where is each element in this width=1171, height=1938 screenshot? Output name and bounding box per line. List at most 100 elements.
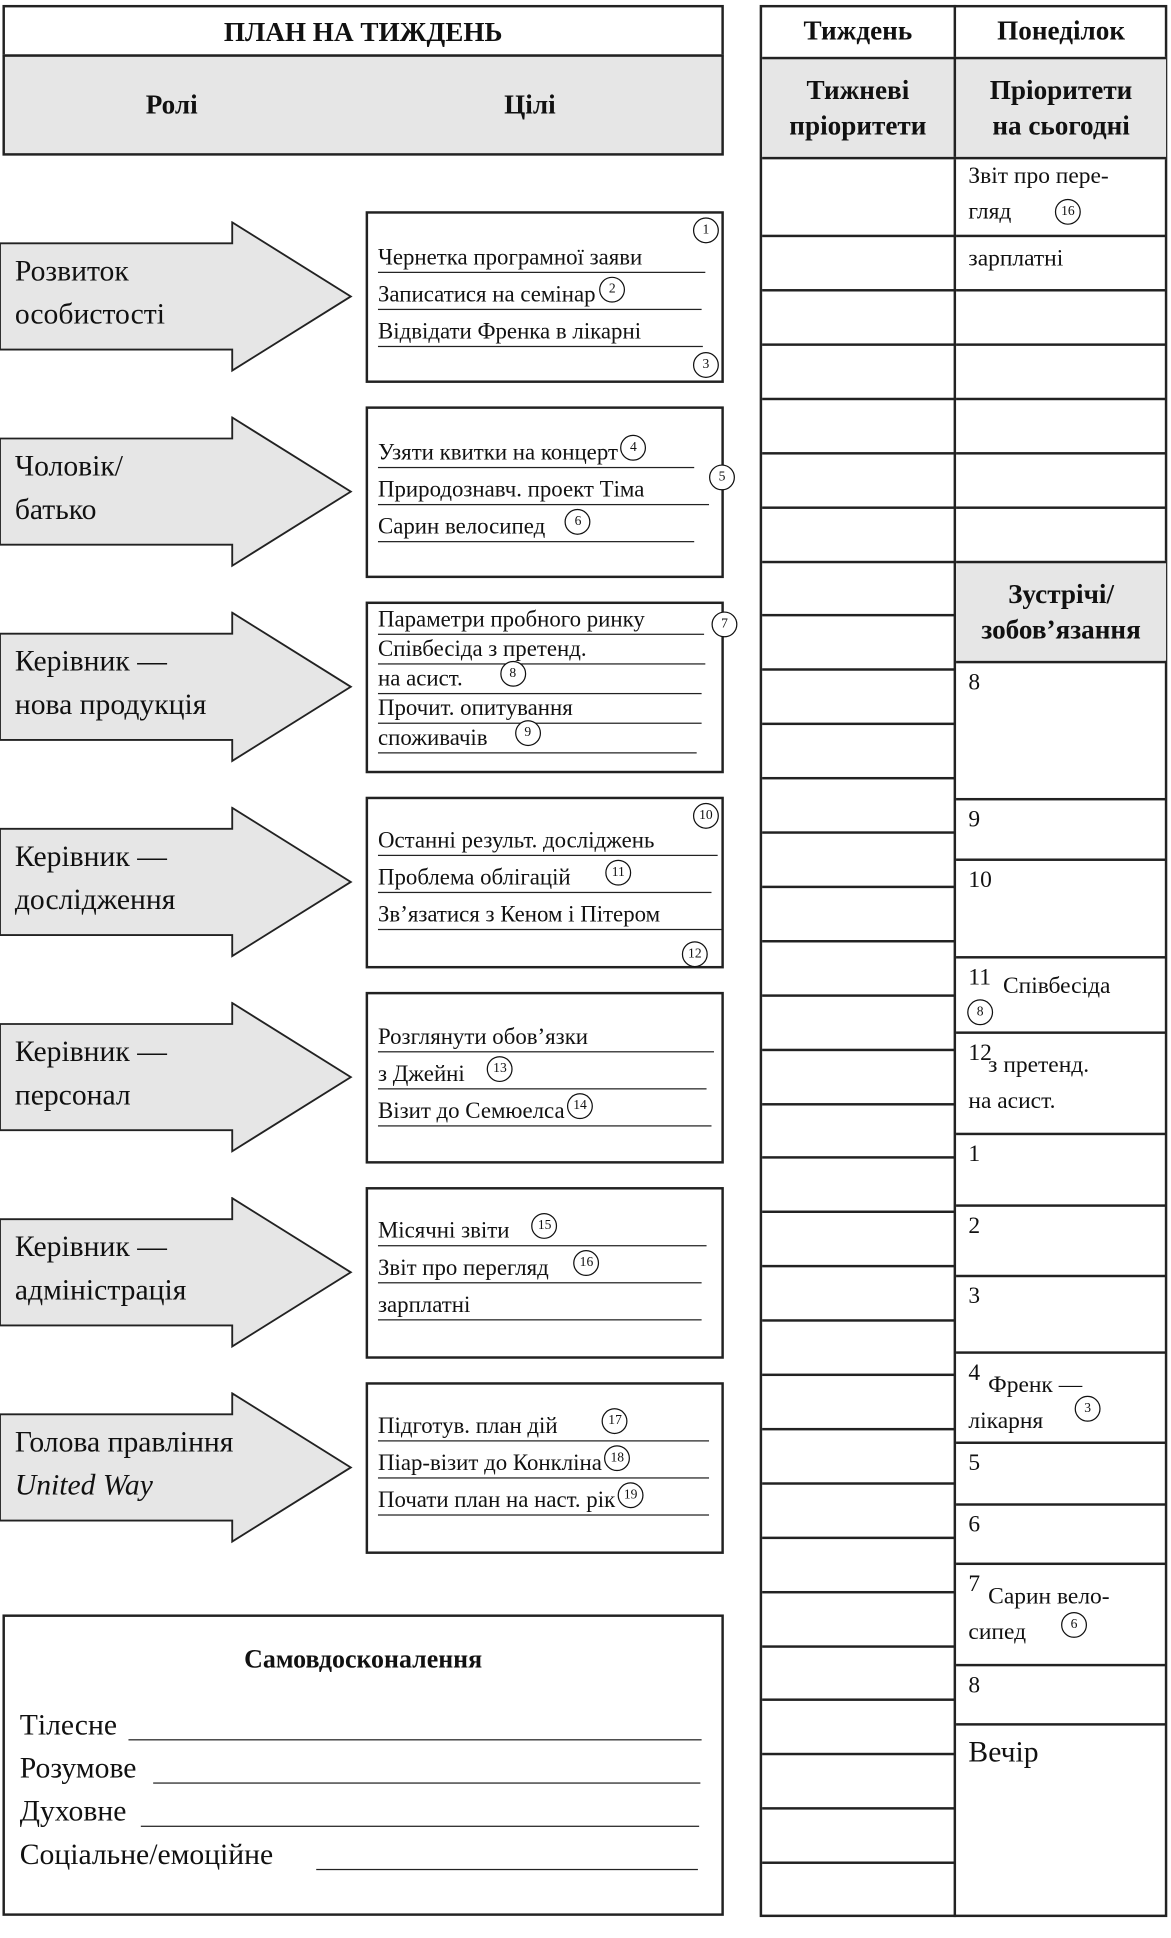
weekly-priority-row[interactable] — [762, 560, 955, 563]
arrow-shape — [0, 1001, 353, 1153]
arrow-shape — [0, 1196, 353, 1349]
role-label: Керівник —адміністрація — [15, 1227, 187, 1313]
goal-text: Підготув. план дій — [377, 1414, 558, 1440]
role-label-line: Керівник — — [14, 646, 167, 679]
weekly-priority-row[interactable] — [762, 1102, 955, 1105]
weekly-priority-row[interactable] — [762, 1265, 955, 1268]
roles-goals-header: Ролі Цілі — [2, 54, 724, 156]
role-label-line: Голова правління — [14, 1426, 234, 1459]
title-cell: ПЛАН НА ТИЖДЕНЬ — [2, 4, 724, 57]
column-divider — [953, 4, 957, 1918]
weekly-priority-row[interactable] — [762, 831, 955, 834]
role-label: Чоловік/батько — [15, 446, 123, 532]
weekly-priority-row[interactable] — [762, 1373, 955, 1377]
weekly-priority-row[interactable] — [762, 614, 955, 617]
today-priority-row[interactable] — [956, 289, 1167, 343]
appointment-time: 7 — [968, 1571, 981, 1598]
goal-line: на асист.8 — [377, 660, 702, 695]
weekly-priority-row[interactable] — [762, 343, 955, 346]
weekly-priority-row[interactable] — [762, 451, 955, 455]
appointment-slot[interactable]: 10 — [956, 858, 1167, 956]
weekly-priority-row[interactable] — [762, 1698, 955, 1702]
goal-text: Розглянути обов’язки — [377, 1025, 589, 1050]
weekly-priority-row[interactable] — [762, 1536, 955, 1539]
self-improvement-line — [153, 1782, 701, 1785]
goal-number-circle: 3 — [692, 352, 719, 378]
appointment-slot[interactable]: 1 — [956, 1132, 1167, 1205]
appointment-slot[interactable]: 2 — [956, 1204, 1167, 1274]
weekly-priority-row[interactable] — [762, 234, 955, 238]
weekly-priority-row[interactable] — [762, 1319, 955, 1322]
appointment-slot[interactable]: 6 — [956, 1503, 1167, 1562]
today-priority-row[interactable] — [956, 343, 1167, 397]
role-arrow — [0, 611, 353, 763]
appointment-text: з претенд. — [988, 1052, 1090, 1079]
appointment-slot[interactable]: 3 — [956, 1274, 1167, 1352]
goal-number-circle: 17 — [602, 1408, 629, 1435]
weekly-priority-row[interactable] — [762, 1156, 955, 1160]
today-priority-row[interactable] — [956, 506, 1167, 560]
self-improvement-line — [128, 1739, 702, 1741]
page-title: ПЛАН НА ТИЖДЕНЬ — [223, 16, 503, 47]
weekly-priority-row[interactable] — [762, 1807, 955, 1810]
appointments-header-line: зобов’язання — [981, 613, 1141, 645]
role-arrow — [0, 806, 353, 958]
appointment-slot[interactable]: 5 — [956, 1441, 1167, 1504]
weekly-priority-row[interactable] — [762, 1482, 955, 1485]
today-priority-text: гляд — [968, 198, 1012, 225]
appointment-slot[interactable]: 9 — [956, 797, 1167, 859]
goal-text: Візит до Семюелса — [377, 1099, 565, 1125]
appointment-slot[interactable]: 8 — [956, 660, 1167, 798]
goal-text: Почати план на наст. рік — [377, 1488, 616, 1514]
today-priority-row[interactable] — [956, 397, 1167, 452]
role-arrow — [0, 1001, 353, 1153]
roles-header: Ролі — [145, 88, 198, 120]
weekly-priority-row[interactable] — [762, 777, 955, 780]
weekly-priority-row[interactable] — [762, 1427, 955, 1431]
goal-line: Підготув. план дій 17 — [377, 1408, 710, 1442]
evening-slot[interactable]: Вечір — [956, 1723, 1167, 1916]
self-improvement-item: Розумове — [20, 1750, 701, 1787]
appointment-slot[interactable]: 8 — [956, 1663, 1167, 1723]
weekly-priority-row[interactable] — [762, 1590, 955, 1593]
weekly-priority-row[interactable] — [762, 505, 955, 509]
weekly-priority-row[interactable] — [762, 885, 955, 888]
goal-text: на асист. — [377, 667, 463, 692]
weekly-priority-row[interactable] — [762, 722, 955, 726]
weekly-priority-row[interactable] — [762, 1210, 955, 1214]
today-priority-text: Звіт про пере- — [968, 163, 1109, 189]
weekly-priority-row[interactable] — [762, 1048, 955, 1051]
appointment-text: Френк — — [988, 1372, 1083, 1399]
role-label-line: нова продукція — [14, 689, 207, 722]
goal-number-circle: 5 — [709, 464, 735, 491]
role-label-line: United Way — [14, 1469, 153, 1503]
weekly-priority-row[interactable] — [762, 668, 955, 672]
today-priority-row[interactable] — [956, 452, 1167, 506]
weekly-priority-row[interactable] — [762, 1644, 955, 1648]
weekly-priority-row[interactable] — [762, 1753, 955, 1756]
goal-number-circle: 14 — [567, 1093, 594, 1120]
weekly-priority-row[interactable] — [762, 1861, 955, 1865]
goal-text: Співбесіда з претенд. — [377, 637, 587, 663]
weekly-priority-row[interactable] — [762, 397, 955, 400]
weekly-priority-row[interactable] — [762, 993, 955, 997]
appointment-time: 2 — [968, 1212, 981, 1239]
goal-number-circle: 9 — [514, 720, 541, 747]
today-priorities-header: Пріоритети на сьогодні — [989, 74, 1133, 141]
today-priority-row[interactable]: зарплатні — [956, 234, 1167, 289]
weekly-priority-row[interactable] — [762, 289, 955, 292]
weekly-priority-row[interactable] — [762, 939, 955, 943]
appointment-time: 11 — [968, 964, 992, 991]
